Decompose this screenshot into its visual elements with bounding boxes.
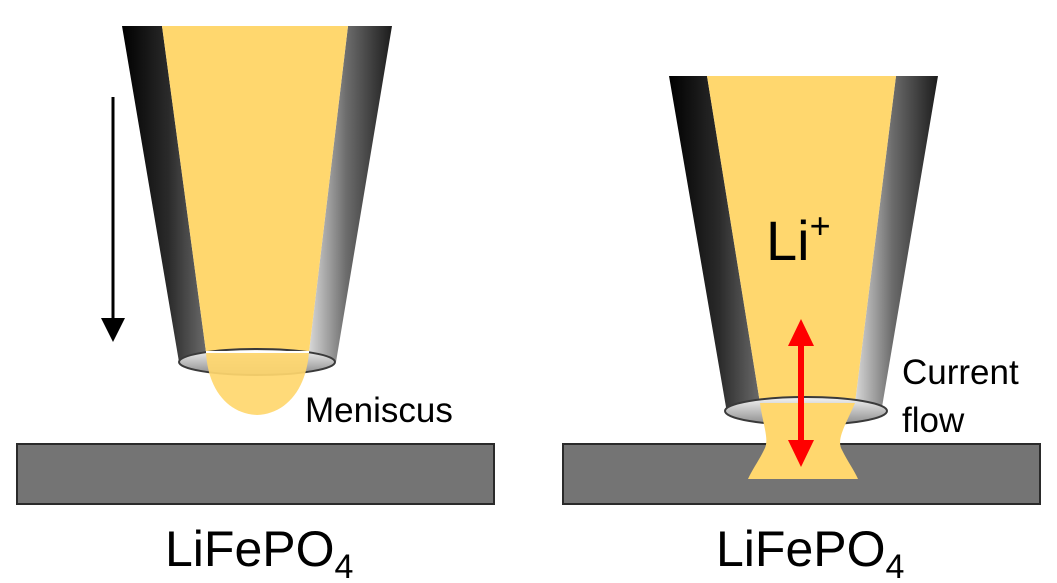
lithium-ion-label: Li+ bbox=[766, 205, 831, 272]
current-flow-label-line2: flow bbox=[902, 401, 965, 440]
left-electrolyte bbox=[162, 26, 348, 352]
right-electrolyte bbox=[707, 76, 896, 403]
left-pipette-wall-left bbox=[122, 26, 206, 362]
down-motion-arrowhead bbox=[101, 318, 125, 342]
right-substrate-label: LiFePO4 bbox=[716, 521, 904, 583]
left-substrate bbox=[16, 443, 495, 505]
current-arrowhead-up bbox=[788, 319, 814, 346]
current-arrowhead-down bbox=[788, 440, 814, 467]
right-panel: Li+ Current flow LiFePO4 bbox=[562, 76, 1041, 583]
right-pipette-wall-left bbox=[669, 76, 760, 413]
left-pipette-wall-right bbox=[309, 26, 392, 362]
right-pipette-wall-right bbox=[855, 76, 938, 413]
left-meniscus-droplet bbox=[206, 352, 309, 415]
left-panel: Meniscus LiFePO4 bbox=[16, 26, 495, 583]
left-substrate-label: LiFePO4 bbox=[165, 521, 353, 583]
meniscus-label: Meniscus bbox=[305, 391, 453, 430]
current-flow-label-line1: Current bbox=[902, 353, 1019, 392]
